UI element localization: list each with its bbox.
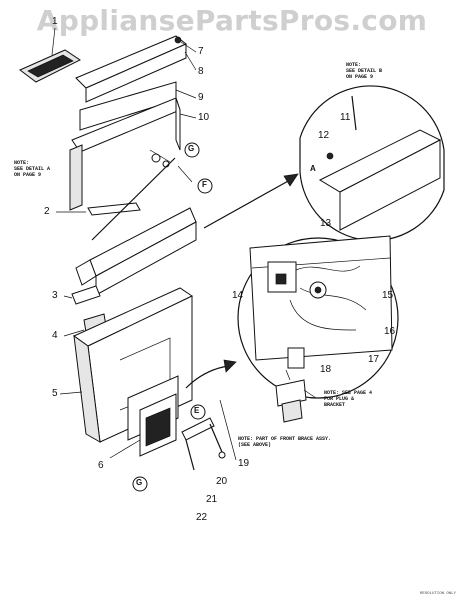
callout-10: 10 — [198, 112, 210, 123]
site-watermark: AppliansePartsPros.com — [36, 4, 428, 37]
note-plug-line2: FOR PLUG & — [324, 396, 355, 402]
note-detail-a-line3: ON PAGE 9 — [14, 172, 42, 178]
note-detail-a-line2: SEE DETAIL A — [14, 166, 51, 172]
callout-19: 19 — [238, 458, 250, 469]
note-detail-b: NOTE: SEE DETAIL B ON PAGE 9 — [346, 62, 382, 80]
callout-16: 16 — [384, 326, 396, 337]
callout-17: 17 — [368, 354, 380, 365]
arrow-to-detail-b — [203, 173, 299, 229]
callout-18: 18 — [320, 364, 332, 375]
callout-20: 20 — [216, 476, 228, 487]
arrow-to-detail-a — [185, 359, 237, 389]
part-10-frame — [69, 97, 197, 211]
circled-e: E — [194, 406, 200, 415]
circled-f: F — [202, 180, 207, 189]
note-detail-b-line3: ON PAGE 9 — [346, 74, 374, 80]
note-brace-line2: (SEE ABOVE) — [238, 442, 272, 448]
callout-12: 12 — [318, 130, 330, 141]
note-detail-a-line1: NOTE: — [14, 160, 30, 166]
part-7-fastener — [174, 36, 182, 44]
circled-a-detail: A — [310, 164, 316, 173]
footer-mark: RESOLUTION ONLY — [419, 592, 456, 596]
callout-2: 2 — [44, 206, 50, 217]
circled-g-lower: G — [136, 478, 143, 487]
callout-14: 14 — [232, 290, 244, 301]
note-detail-b-line1: NOTE: — [346, 62, 362, 68]
plug-assembly — [275, 369, 317, 423]
part-2-rod — [56, 157, 176, 241]
part-3-bracket — [63, 285, 101, 305]
callout-5: 5 — [52, 388, 58, 399]
callout-21: 21 — [206, 494, 218, 505]
callout-9: 9 — [198, 92, 204, 103]
note-front-brace: NOTE: PART OF FRONT BRACE ASSY. (SEE ABO… — [238, 436, 331, 448]
part-1-grille — [19, 27, 81, 83]
note-detail-b-line2: SEE DETAIL B — [346, 68, 383, 74]
callout-15: 15 — [382, 290, 394, 301]
note-plug-line1: NOTE: SEE PAGE 4 — [324, 390, 373, 396]
part-8-top-cap — [75, 35, 197, 103]
note-plug-bracket: NOTE: SEE PAGE 4 FOR PLUG & BRACKET — [324, 390, 372, 408]
callout-22: 22 — [196, 512, 208, 523]
callout-3: 3 — [52, 290, 58, 301]
callout-8: 8 — [198, 66, 204, 77]
circled-g-upper: G — [188, 144, 195, 153]
front-brace — [181, 399, 237, 471]
note-brace-line1: NOTE: PART OF FRONT BRACE ASSY. — [238, 436, 332, 442]
note-detail-a: NOTE: SEE DETAIL A ON PAGE 9 — [14, 160, 50, 178]
note-plug-line3: BRACKET — [324, 402, 346, 408]
callout-6: 6 — [98, 460, 104, 471]
callout-11: 11 — [340, 112, 351, 123]
middle-panel — [75, 207, 197, 296]
callout-1: 1 — [52, 16, 58, 27]
part-6-lower-assembly — [109, 375, 179, 459]
callout-4: 4 — [52, 330, 58, 341]
callout-7: 7 — [198, 46, 204, 57]
callout-13: 13 — [320, 218, 332, 229]
detail-a-view — [237, 235, 399, 399]
